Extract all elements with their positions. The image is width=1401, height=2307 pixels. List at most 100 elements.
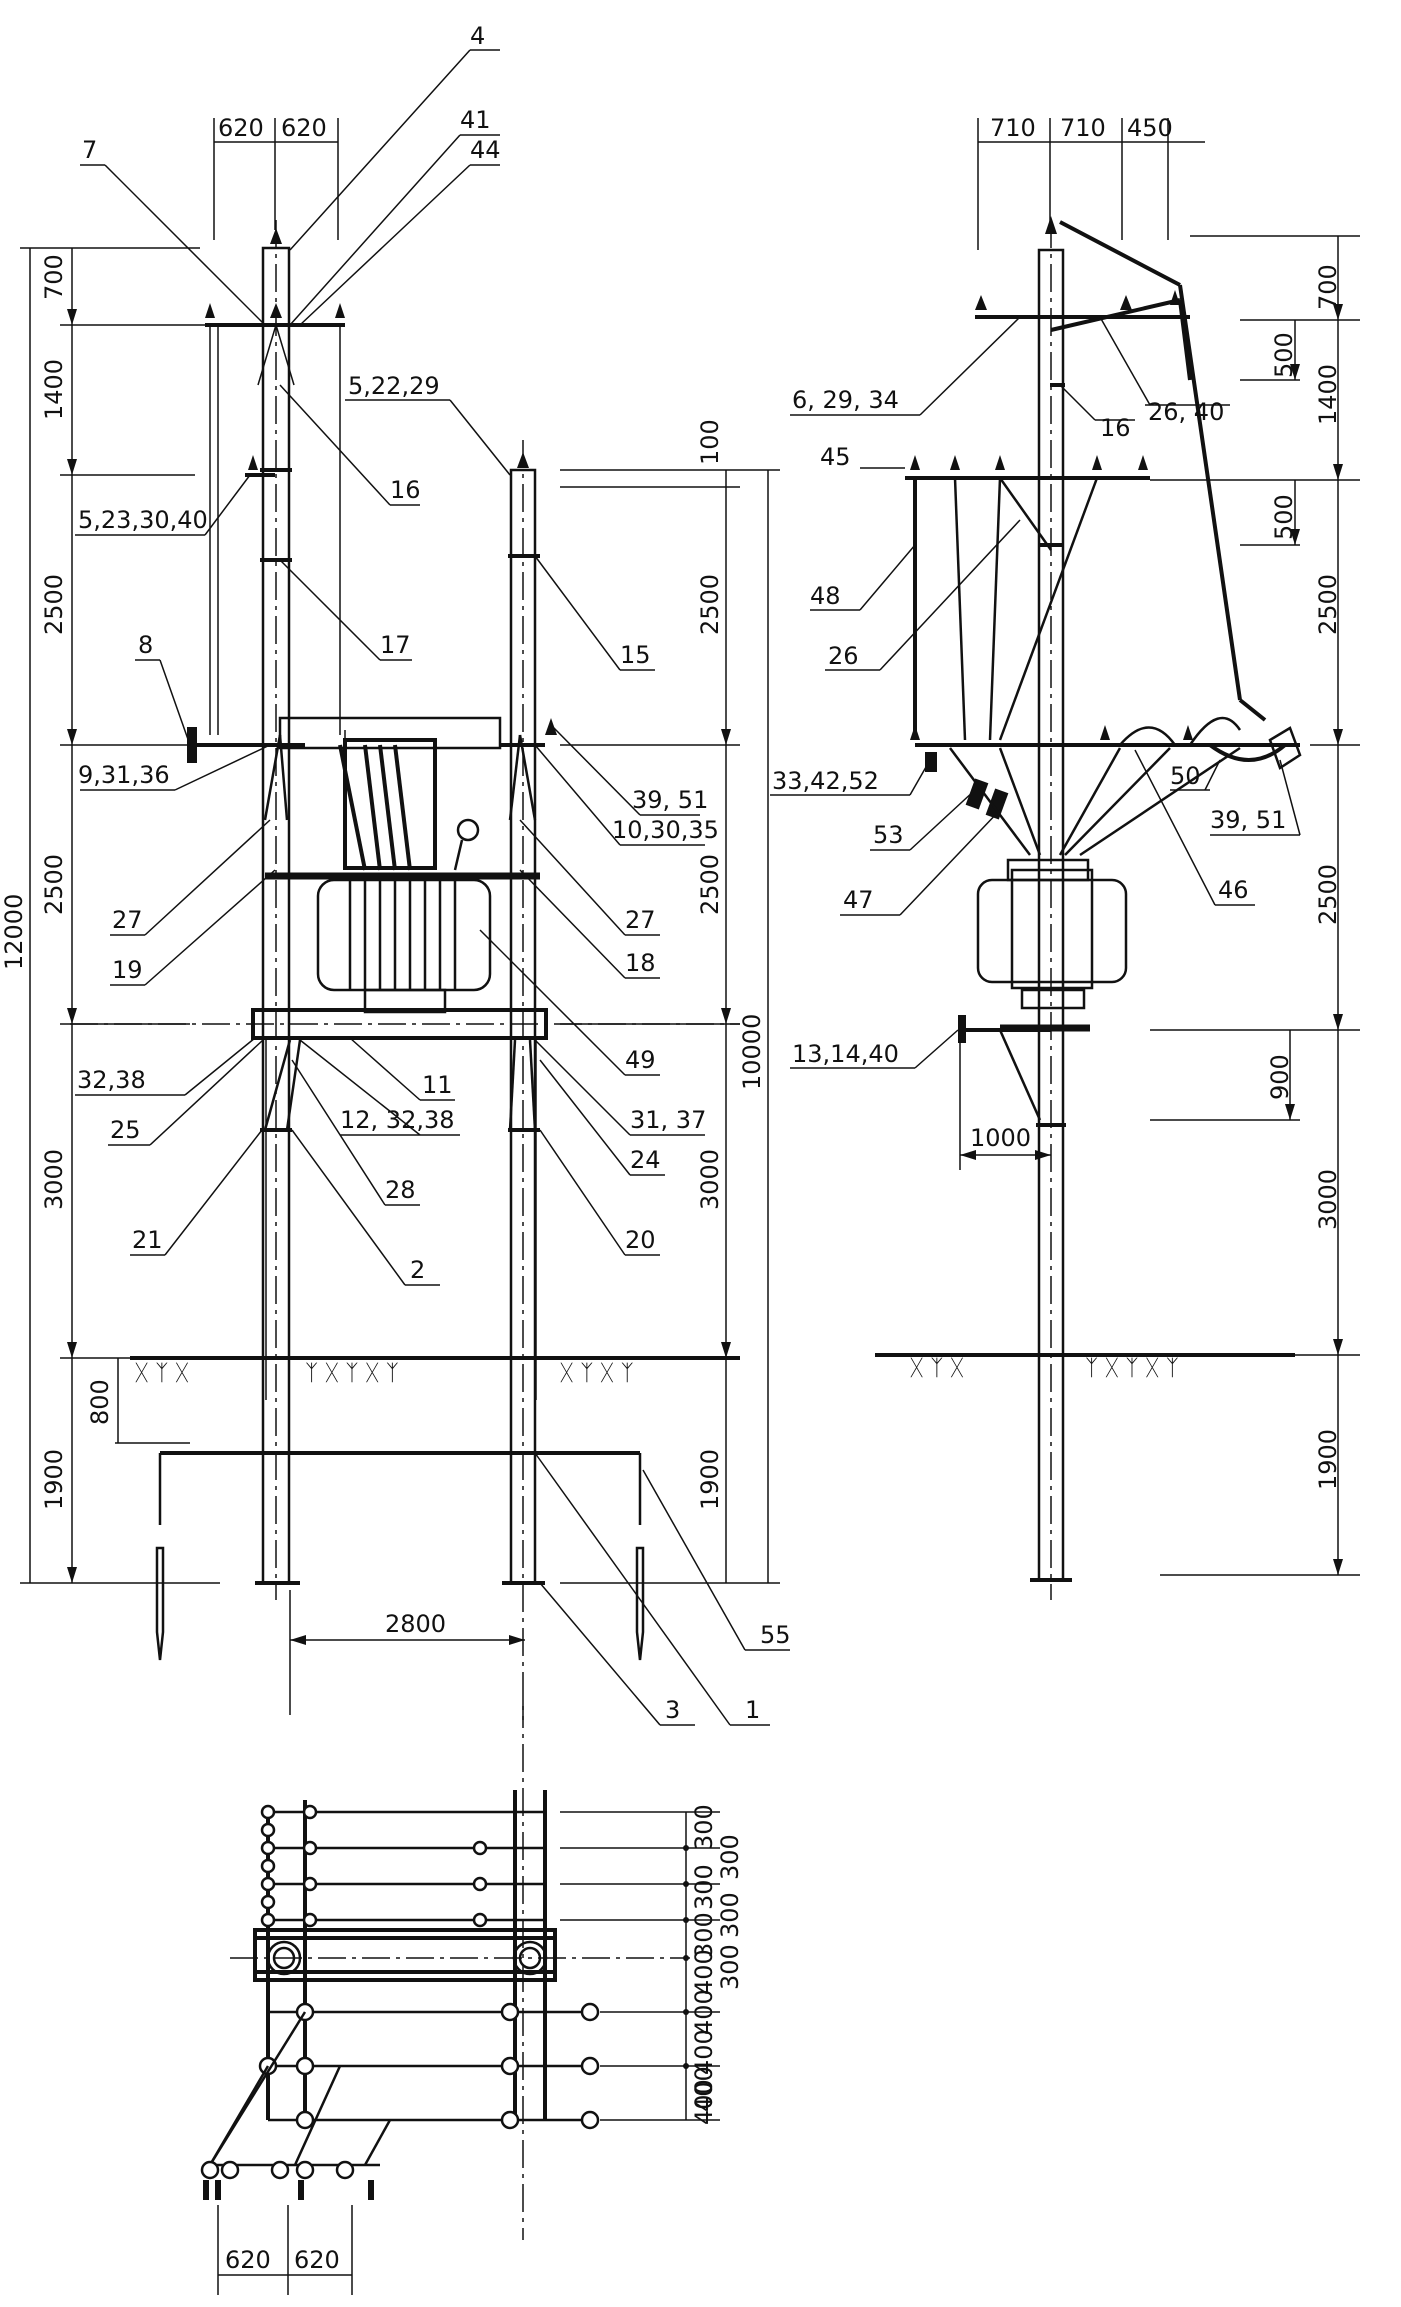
svg-text:16: 16 [1100, 414, 1131, 442]
side-rdim-500a: 500 [1270, 332, 1298, 378]
side-callouts: 6, 29, 34 16 26, 40 45 48 26 33,42,52 50… [770, 316, 1301, 1069]
front-top-dim-right: 620 [281, 114, 327, 142]
front-dim-overall: 12000 [0, 894, 28, 970]
transformer-fins [348, 880, 457, 990]
plan-rdim-9: 400 [690, 2066, 718, 2112]
svg-text:1: 1 [745, 1696, 760, 1724]
front-rdim-2500a: 2500 [696, 574, 724, 635]
plan-rdim-0: 300 [690, 1804, 718, 1850]
front-dim-1900: 1900 [40, 1449, 68, 1510]
front-dim-1400: 1400 [40, 359, 68, 420]
plan-rdim-1: 300 [716, 1834, 744, 1880]
svg-text:32,38: 32,38 [77, 1066, 146, 1094]
svg-text:ᛉ ᚷ ᛉ ᚷ ᛉ: ᛉ ᚷ ᛉ ᚷ ᛉ [305, 1361, 399, 1386]
svg-text:6, 29, 34: 6, 29, 34 [792, 386, 899, 414]
front-rdim-1900: 1900 [696, 1449, 724, 1510]
svg-text:19: 19 [112, 956, 143, 984]
front-rdim-100: 100 [696, 419, 724, 465]
plan-rdim-2: 300 [690, 1864, 718, 1910]
svg-text:ᚷ ᛉ ᚷ: ᚷ ᛉ ᚷ [135, 1361, 189, 1386]
svg-text:17: 17 [380, 631, 411, 659]
svg-text:39, 51: 39, 51 [632, 786, 708, 814]
svg-text:49: 49 [625, 1046, 656, 1074]
svg-text:2: 2 [410, 1256, 425, 1284]
side-rdim-2500a: 2500 [1314, 574, 1342, 635]
svg-text:45: 45 [820, 443, 851, 471]
svg-text:46: 46 [1218, 876, 1249, 904]
front-dim-3000: 3000 [40, 1149, 68, 1210]
front-rdim-overall: 10000 [738, 1014, 766, 1090]
plan-rdim-8: 400 [690, 2029, 718, 2075]
front-dim-2500b: 2500 [40, 854, 68, 915]
plan-upper-rungs [260, 1804, 545, 1928]
plan-rdim-6: 400 [690, 1949, 718, 1995]
front-pole-spacing: 2800 [385, 1610, 446, 1638]
plan-rdim-3: 300 [716, 1892, 744, 1938]
svg-text:5,23,30,40: 5,23,30,40 [78, 506, 208, 534]
svg-text:27: 27 [625, 906, 656, 934]
front-dim-700: 700 [40, 254, 68, 300]
svg-text:28: 28 [385, 1176, 416, 1204]
svg-text:26, 40: 26, 40 [1148, 398, 1224, 426]
svg-text:12, 32,38: 12, 32,38 [340, 1106, 455, 1134]
svg-text:13,14,40: 13,14,40 [792, 1040, 899, 1068]
plan-fuses [200, 2160, 374, 2200]
svg-text:20: 20 [625, 1226, 656, 1254]
svg-text:3: 3 [665, 1696, 680, 1724]
svg-text:4: 4 [470, 22, 485, 50]
svg-text:18: 18 [625, 949, 656, 977]
svg-text:26: 26 [828, 642, 859, 670]
svg-text:27: 27 [112, 906, 143, 934]
svg-text:10,30,35: 10,30,35 [612, 816, 719, 844]
svg-text:53: 53 [873, 821, 904, 849]
side-top-dim-0: 710 [990, 114, 1036, 142]
front-dim-800: 800 [86, 1379, 114, 1425]
plan-rdim-4: 300 [690, 1912, 718, 1958]
front-left-dim-ticks [67, 309, 77, 1583]
svg-text:48: 48 [810, 582, 841, 610]
svg-text:25: 25 [110, 1116, 141, 1144]
svg-text:44: 44 [470, 136, 501, 164]
svg-text:9,31,36: 9,31,36 [78, 761, 170, 789]
front-callouts: 4 41 44 7 5,22,29 16 5,23,30,40 17 15 8 … [75, 22, 791, 1726]
svg-text:41: 41 [460, 106, 491, 134]
side-rdim-1400: 1400 [1314, 364, 1342, 425]
front-dim-2500a: 2500 [40, 574, 68, 635]
svg-text:47: 47 [843, 886, 874, 914]
svg-text:8: 8 [138, 631, 153, 659]
svg-text:11: 11 [422, 1071, 453, 1099]
side-rdim-900: 900 [1266, 1054, 1294, 1100]
svg-text:ᛉ ᚷ ᛉ ᚷ ᛉ: ᛉ ᚷ ᛉ ᚷ ᛉ [1085, 1356, 1179, 1381]
side-rdim-3000: 3000 [1314, 1169, 1342, 1230]
front-rdim-3000: 3000 [696, 1149, 724, 1210]
svg-text:15: 15 [620, 641, 651, 669]
front-elevation: 620 620 ᚷ ᛉ ᚷ ᛉ ᚷ ᛉ ᚷ ᛉ ᚷ ᛉ ᚷ ᛉ [0, 22, 791, 2240]
svg-text:21: 21 [132, 1226, 163, 1254]
side-rdim-500b: 500 [1270, 494, 1298, 540]
side-bracket-dim: 1000 [970, 1124, 1031, 1152]
front-rdim-2500b: 2500 [696, 854, 724, 915]
plan-rdim-7: 400 [690, 1989, 718, 2035]
plan-dim-ticks [683, 1845, 689, 2069]
side-rdim-2500b: 2500 [1314, 864, 1342, 925]
svg-text:39, 51: 39, 51 [1210, 806, 1286, 834]
plan-bottom-dim-0: 620 [225, 2246, 271, 2274]
svg-text:24: 24 [630, 1146, 661, 1174]
side-top-dim-2: 450 [1127, 114, 1173, 142]
svg-text:33,42,52: 33,42,52 [772, 767, 879, 795]
svg-text:50: 50 [1170, 762, 1201, 790]
side-elevation: 710 710 450 [770, 114, 1360, 1600]
svg-text:5,22,29: 5,22,29 [348, 372, 440, 400]
svg-text:31, 37: 31, 37 [630, 1106, 706, 1134]
side-rdim-1900: 1900 [1314, 1429, 1342, 1490]
plan-view: 300 300 300 300 300 300 400 400 400 400 … [200, 1790, 744, 2295]
plan-rdim-5: 300 [716, 1944, 744, 1990]
plan-rdim-10: 400 [690, 2079, 718, 2125]
side-rdim-700: 700 [1314, 264, 1342, 310]
plan-lower-rungs [258, 2002, 600, 2130]
svg-text:ᚷ ᛉ ᚷ ᛉ: ᚷ ᛉ ᚷ ᛉ [560, 1361, 634, 1386]
svg-text:16: 16 [390, 476, 421, 504]
front-top-dim-left: 620 [218, 114, 264, 142]
plan-bottom-dim-1: 620 [294, 2246, 340, 2274]
